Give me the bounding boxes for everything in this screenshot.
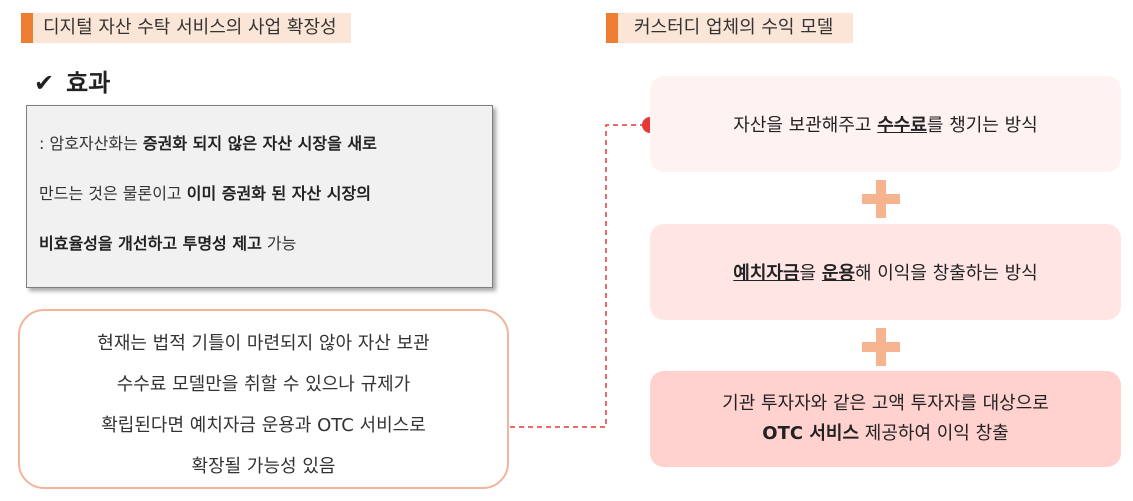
checkmark-icon: ✔ (34, 69, 55, 97)
right-section-header: 커스터디 업체의 수익 모델 (606, 13, 854, 43)
revenue-box-custody-fee: 자산을 보관해주고 수수료를 챙기는 방식 (650, 76, 1121, 172)
effect-description-card: : 암호자산화는 증권화 되지 않은 자산 시장을 새로 만드는 것은 물론이고… (26, 105, 493, 288)
box3-line-1: 기관 투자자와 같은 고액 투자자를 대상으로 (722, 393, 1049, 414)
effect-title: 효과 (66, 69, 111, 97)
revenue-box-otc-service: 기관 투자자와 같은 고액 투자자를 대상으로 OTC 서비스 제공하여 이익 … (650, 371, 1121, 467)
outlook-line-1: 현재는 법적 기틀이 마련되지 않아 자산 보관 (97, 333, 430, 354)
effect-line-3: 비효율성을 개선하고 투명성 제고 가능 (39, 234, 297, 253)
outlook-card: 현재는 법적 기틀이 마련되지 않아 자산 보관 수수료 모델만을 취할 수 있… (18, 309, 509, 489)
effect-line-2: 만드는 것은 물론이고 이미 증권화 된 자산 시장의 (39, 184, 371, 203)
effect-heading: ✔ 효과 (34, 63, 110, 98)
header-accent-bar (606, 13, 618, 43)
revenue-box-fund-management: 예치자금을 운용해 이익을 창출하는 방식 (650, 224, 1121, 320)
plus-icon (862, 180, 900, 218)
outlook-line-2: 수수료 모델만을 취할 수 있으나 규제가 (116, 374, 411, 395)
outlook-line-4: 확장될 가능성 있음 (191, 456, 336, 477)
header-accent-bar (21, 13, 33, 43)
left-section-title: 디지털 자산 수탁 서비스의 사업 확장성 (33, 13, 351, 43)
effect-line-1: : 암호자산화는 증권화 되지 않은 자산 시장을 새로 (39, 134, 377, 153)
left-section-header: 디지털 자산 수탁 서비스의 사업 확장성 (21, 13, 351, 43)
box3-line-2: OTC 서비스 제공하여 이익 창출 (762, 423, 1009, 444)
right-section-title: 커스터디 업체의 수익 모델 (618, 13, 854, 43)
plus-icon (862, 328, 900, 366)
outlook-line-3: 확립된다면 예치자금 운용과 OTC 서비스로 (101, 415, 426, 436)
